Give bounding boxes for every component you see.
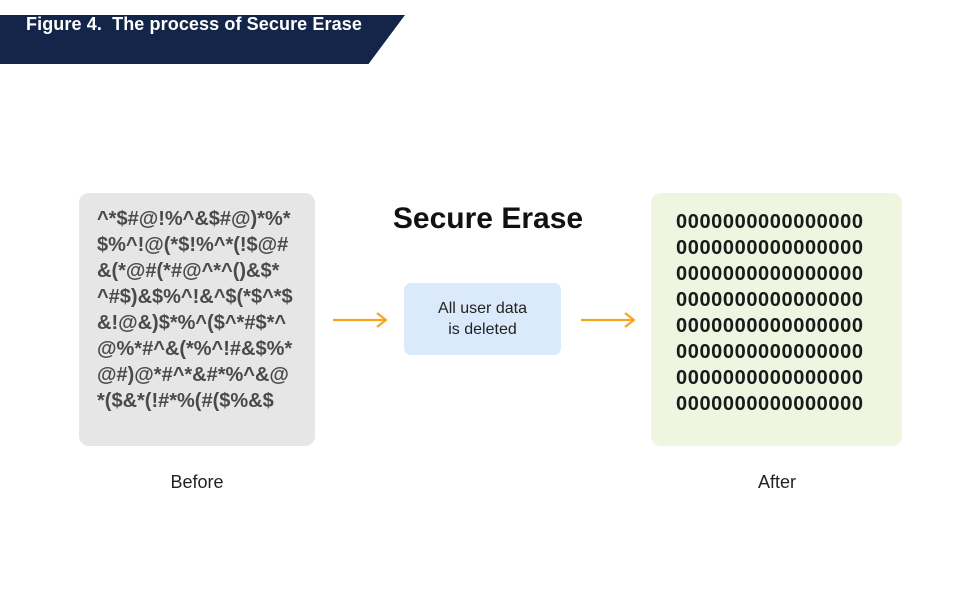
after-code-line: 0000000000000000 [676,237,864,259]
after-code-block: 0000000000000000 0000000000000000 000000… [676,209,902,417]
before-panel: ^*$#@!%^&$#@)*%* $%^!@(*$!%^*(!$@# &(*@#… [79,193,315,446]
process-note: All user data is deleted [404,283,561,355]
after-caption: After [757,472,796,492]
before-code-line: @%*#^&(*%^!#&$%* [97,338,293,360]
before-code-line: $%^!@(*$!%^*(!$@# [97,234,289,256]
process-note-line: is deleted [448,321,517,338]
after-code-line: 0000000000000000 [676,393,864,415]
right-arrow-icon [581,312,636,328]
before-code-block: ^*$#@!%^&$#@)*%* $%^!@(*$!%^*(!$@# &(*@#… [97,206,315,414]
process-note-line: All user data [438,300,527,317]
before-code-line: *($&*(!#*%(#($%&$ [97,390,274,412]
after-code-line: 0000000000000000 [676,263,864,285]
before-code-line: &(*@#(*#@^*^()&$* [97,260,280,282]
after-code-line: 0000000000000000 [676,341,864,363]
before-code-line: &!@&)$*%^($^*#$*^ [97,312,287,334]
after-code-line: 0000000000000000 [676,289,864,311]
after-code-line: 0000000000000000 [676,367,864,389]
figure-title: Figure 4. The process of Secure Erase [26,14,362,34]
before-caption: Before [170,472,224,492]
diagram-heading: Secure Erase [392,202,584,235]
after-panel: 0000000000000000 0000000000000000 000000… [651,193,902,446]
after-code-line: 0000000000000000 [676,211,864,233]
before-code-line: ^#$)&$%^!&^$(*$^*$ [97,286,293,308]
figure-banner [0,15,405,64]
before-code-line: ^*$#@!%^&$#@)*%* [97,208,291,230]
before-code-line: @#)@*#^*&#*%^&@ [97,364,289,386]
right-arrow-icon [333,312,388,328]
after-code-line: 0000000000000000 [676,315,864,337]
